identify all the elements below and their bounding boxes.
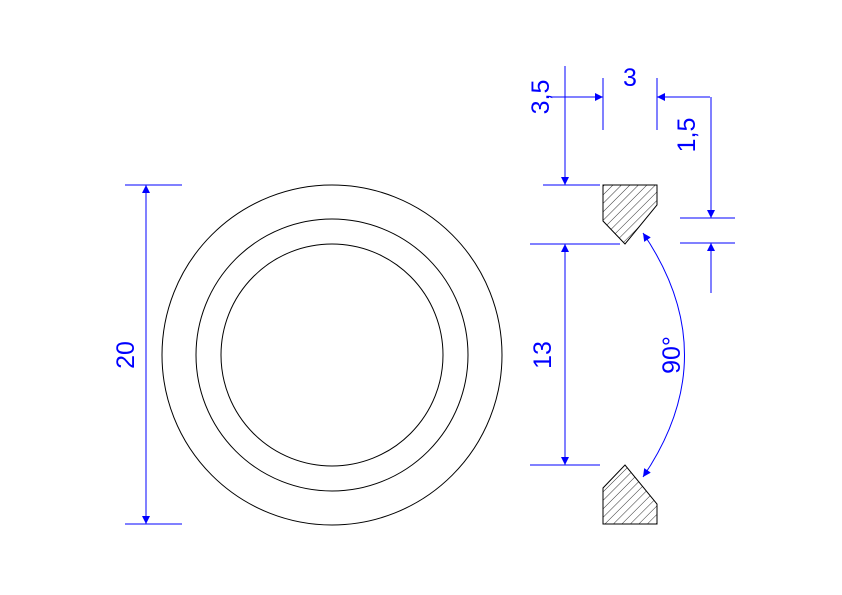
angle-arc <box>642 232 685 478</box>
outer-diameter-label: 20 <box>112 341 140 369</box>
dimension-outer-diameter <box>125 184 182 525</box>
lower-profile <box>602 464 658 525</box>
front-view <box>161 184 503 526</box>
outer-circle <box>161 184 503 526</box>
chamfer-height-label: 3,5 <box>527 80 555 115</box>
inner-circle <box>220 243 444 467</box>
upper-profile <box>602 184 658 245</box>
chamfer-step-label: 1,5 <box>673 118 701 153</box>
section-dimensions <box>530 66 735 478</box>
chamfer-width-label: 3 <box>623 64 637 92</box>
middle-circle <box>195 218 469 492</box>
section-view <box>602 184 658 525</box>
angle-label: 90° <box>658 336 686 374</box>
inner-diameter-label: 13 <box>529 341 557 369</box>
